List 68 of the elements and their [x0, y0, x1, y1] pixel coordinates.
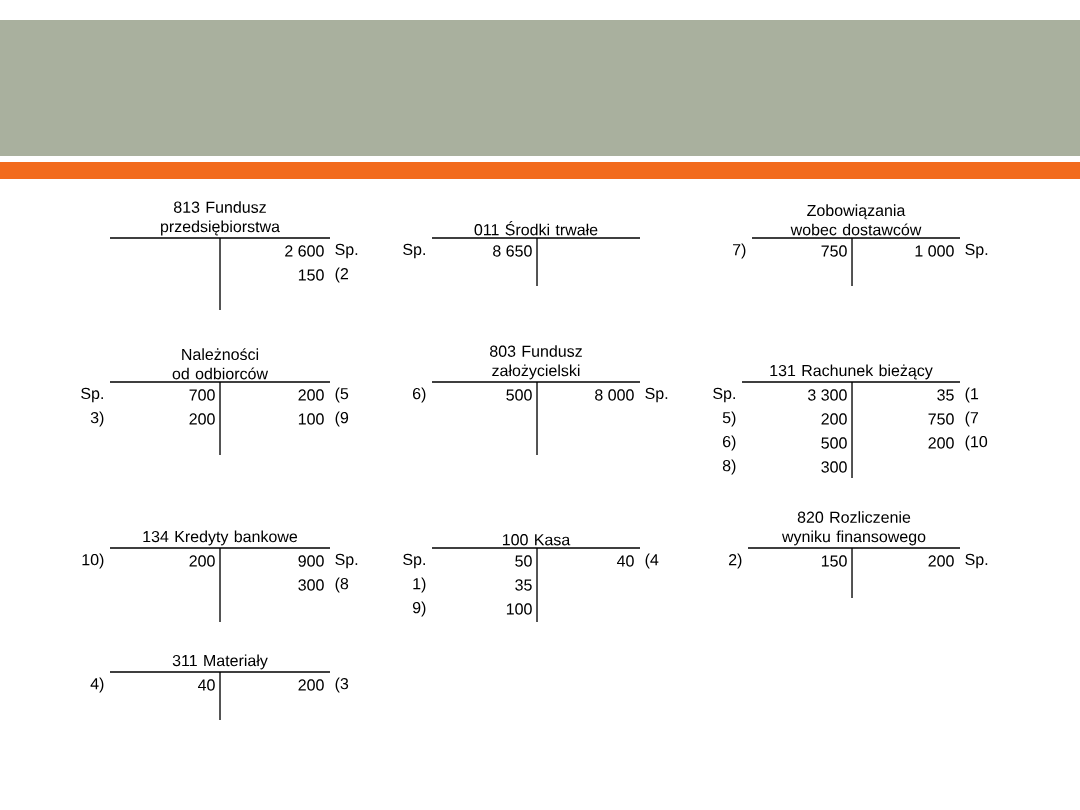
account-entry: Sp. [965, 553, 988, 569]
account-entry: 35 [515, 579, 532, 591]
account-entry: 900 [298, 555, 324, 567]
account-entry: (10 [965, 435, 988, 451]
account-entry: 5) [722, 411, 736, 427]
account-title: 813 Fundusz przedsiębiorstwa [161, 201, 280, 236]
account-title: 820 Rozliczenie wyniku finansowego [781, 511, 926, 546]
account-entry: 300 [821, 461, 847, 473]
account-entry: (5 [335, 387, 349, 403]
account-entry: 750 [821, 245, 847, 257]
account-entry: 200 [189, 555, 215, 567]
account-entry: 200 [298, 389, 324, 401]
account-entry: (4 [645, 553, 659, 569]
account-entry: 6) [413, 387, 426, 403]
account-entry: 1) [413, 577, 426, 593]
account-title: 100 Kasa [502, 534, 571, 546]
account-entry: 3) [90, 411, 104, 427]
account-entry: (7 [965, 411, 979, 427]
account-title: 011 Środki trwałe [474, 220, 598, 236]
account-entry: 500 [821, 437, 847, 449]
account-entry: 200 [189, 413, 215, 425]
account-entry: 500 [506, 389, 532, 401]
account-entry: 6) [723, 435, 736, 451]
account-entry: 8 000 [595, 389, 634, 401]
account-entry: 9) [412, 601, 426, 617]
account-entry: 300 [298, 579, 324, 591]
account-entry: 35 [937, 389, 954, 401]
account-title: 134 Kredyty bankowe [143, 530, 298, 546]
account-entry: 50 [515, 555, 532, 567]
account-entry: 700 [189, 389, 215, 401]
account-entry: 2) [729, 553, 742, 569]
account-entry: 150 [821, 555, 847, 567]
account-entry: 7) [733, 243, 746, 259]
account-entry: 8 650 [493, 245, 532, 257]
account-entry: 3 300 [808, 389, 847, 401]
account-entry: Sp. [335, 553, 358, 569]
account-entry: 4) [90, 677, 104, 693]
account-entry: Sp. [403, 243, 425, 259]
account-entry: 750 [928, 413, 954, 425]
account-entry: (9 [335, 411, 349, 427]
account-entry: 200 [821, 413, 847, 425]
account-entry: 150 [298, 269, 324, 281]
account-entry: 200 [298, 679, 324, 691]
account-entry: (2 [335, 267, 349, 283]
account-title: Należności od odbiorców [172, 348, 269, 380]
account-entry: 1 000 [915, 245, 954, 257]
account-title: Zobowiązania wobec dostawców [790, 204, 922, 236]
account-title: 803 Fundusz założycielski [490, 345, 582, 380]
account-entry: Sp. [713, 387, 735, 403]
account-entry: (1 [965, 387, 979, 403]
account-entry: 40 [617, 555, 634, 567]
account-entry: (3 [335, 677, 349, 693]
account-entry: Sp. [645, 387, 668, 403]
account-entry: Sp. [335, 243, 358, 259]
account-entry: 40 [198, 679, 215, 691]
account-entry: 100 [506, 603, 532, 615]
account-title: 131 Rachunek bieżący [770, 364, 933, 380]
account-entry: Sp. [965, 243, 988, 259]
account-entry: 100 [298, 413, 324, 425]
account-entry: 10) [82, 553, 104, 569]
account-entry: 2 600 [285, 245, 324, 257]
account-entry: Sp. [81, 387, 103, 403]
account-entry: 200 [928, 437, 954, 449]
account-entry: Sp. [403, 553, 425, 569]
account-entry: 200 [928, 555, 954, 567]
account-title: 311 Materiały [172, 654, 268, 670]
account-entry: 8) [722, 459, 736, 475]
account-entry: (8 [335, 577, 349, 593]
